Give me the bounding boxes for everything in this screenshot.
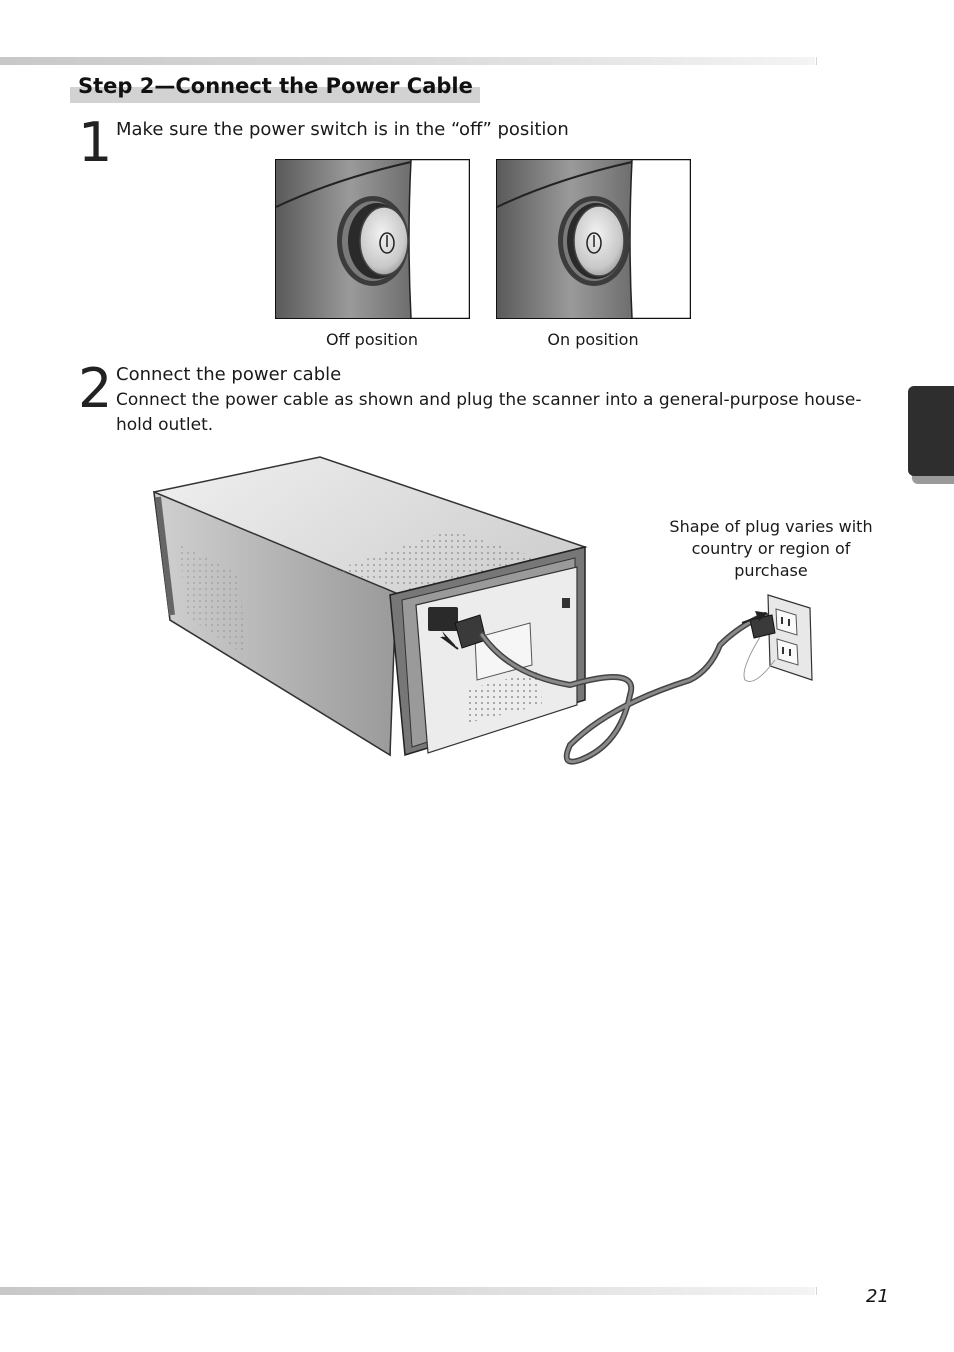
section-heading: Step 2—Connect the Power Cable [78, 74, 473, 98]
on-position-caption: On position [547, 330, 639, 349]
plug-shape-note: Shape of plug varies with country or reg… [669, 517, 873, 580]
step-2-title: Connect the power cable [116, 364, 342, 385]
step-1-title: Make sure the power switch is in the “of… [116, 119, 569, 140]
step-1-number: 1 [78, 111, 113, 174]
page-number: 21 [866, 1286, 889, 1307]
step-2-number: 2 [78, 357, 113, 420]
off-position-illustration [275, 159, 470, 319]
top-rule-tick [816, 57, 817, 65]
section-tab [908, 386, 954, 476]
heading-highlight [70, 87, 480, 103]
scanner-power-cable-illustration [150, 455, 820, 775]
step-2-body: Connect the power cable as shown and plu… [116, 390, 862, 435]
on-position-illustration [496, 159, 691, 319]
bottom-rule-tick [816, 1287, 817, 1295]
bottom-rule [0, 1287, 815, 1295]
off-position-caption: Off position [325, 330, 419, 349]
top-rule [0, 57, 815, 65]
